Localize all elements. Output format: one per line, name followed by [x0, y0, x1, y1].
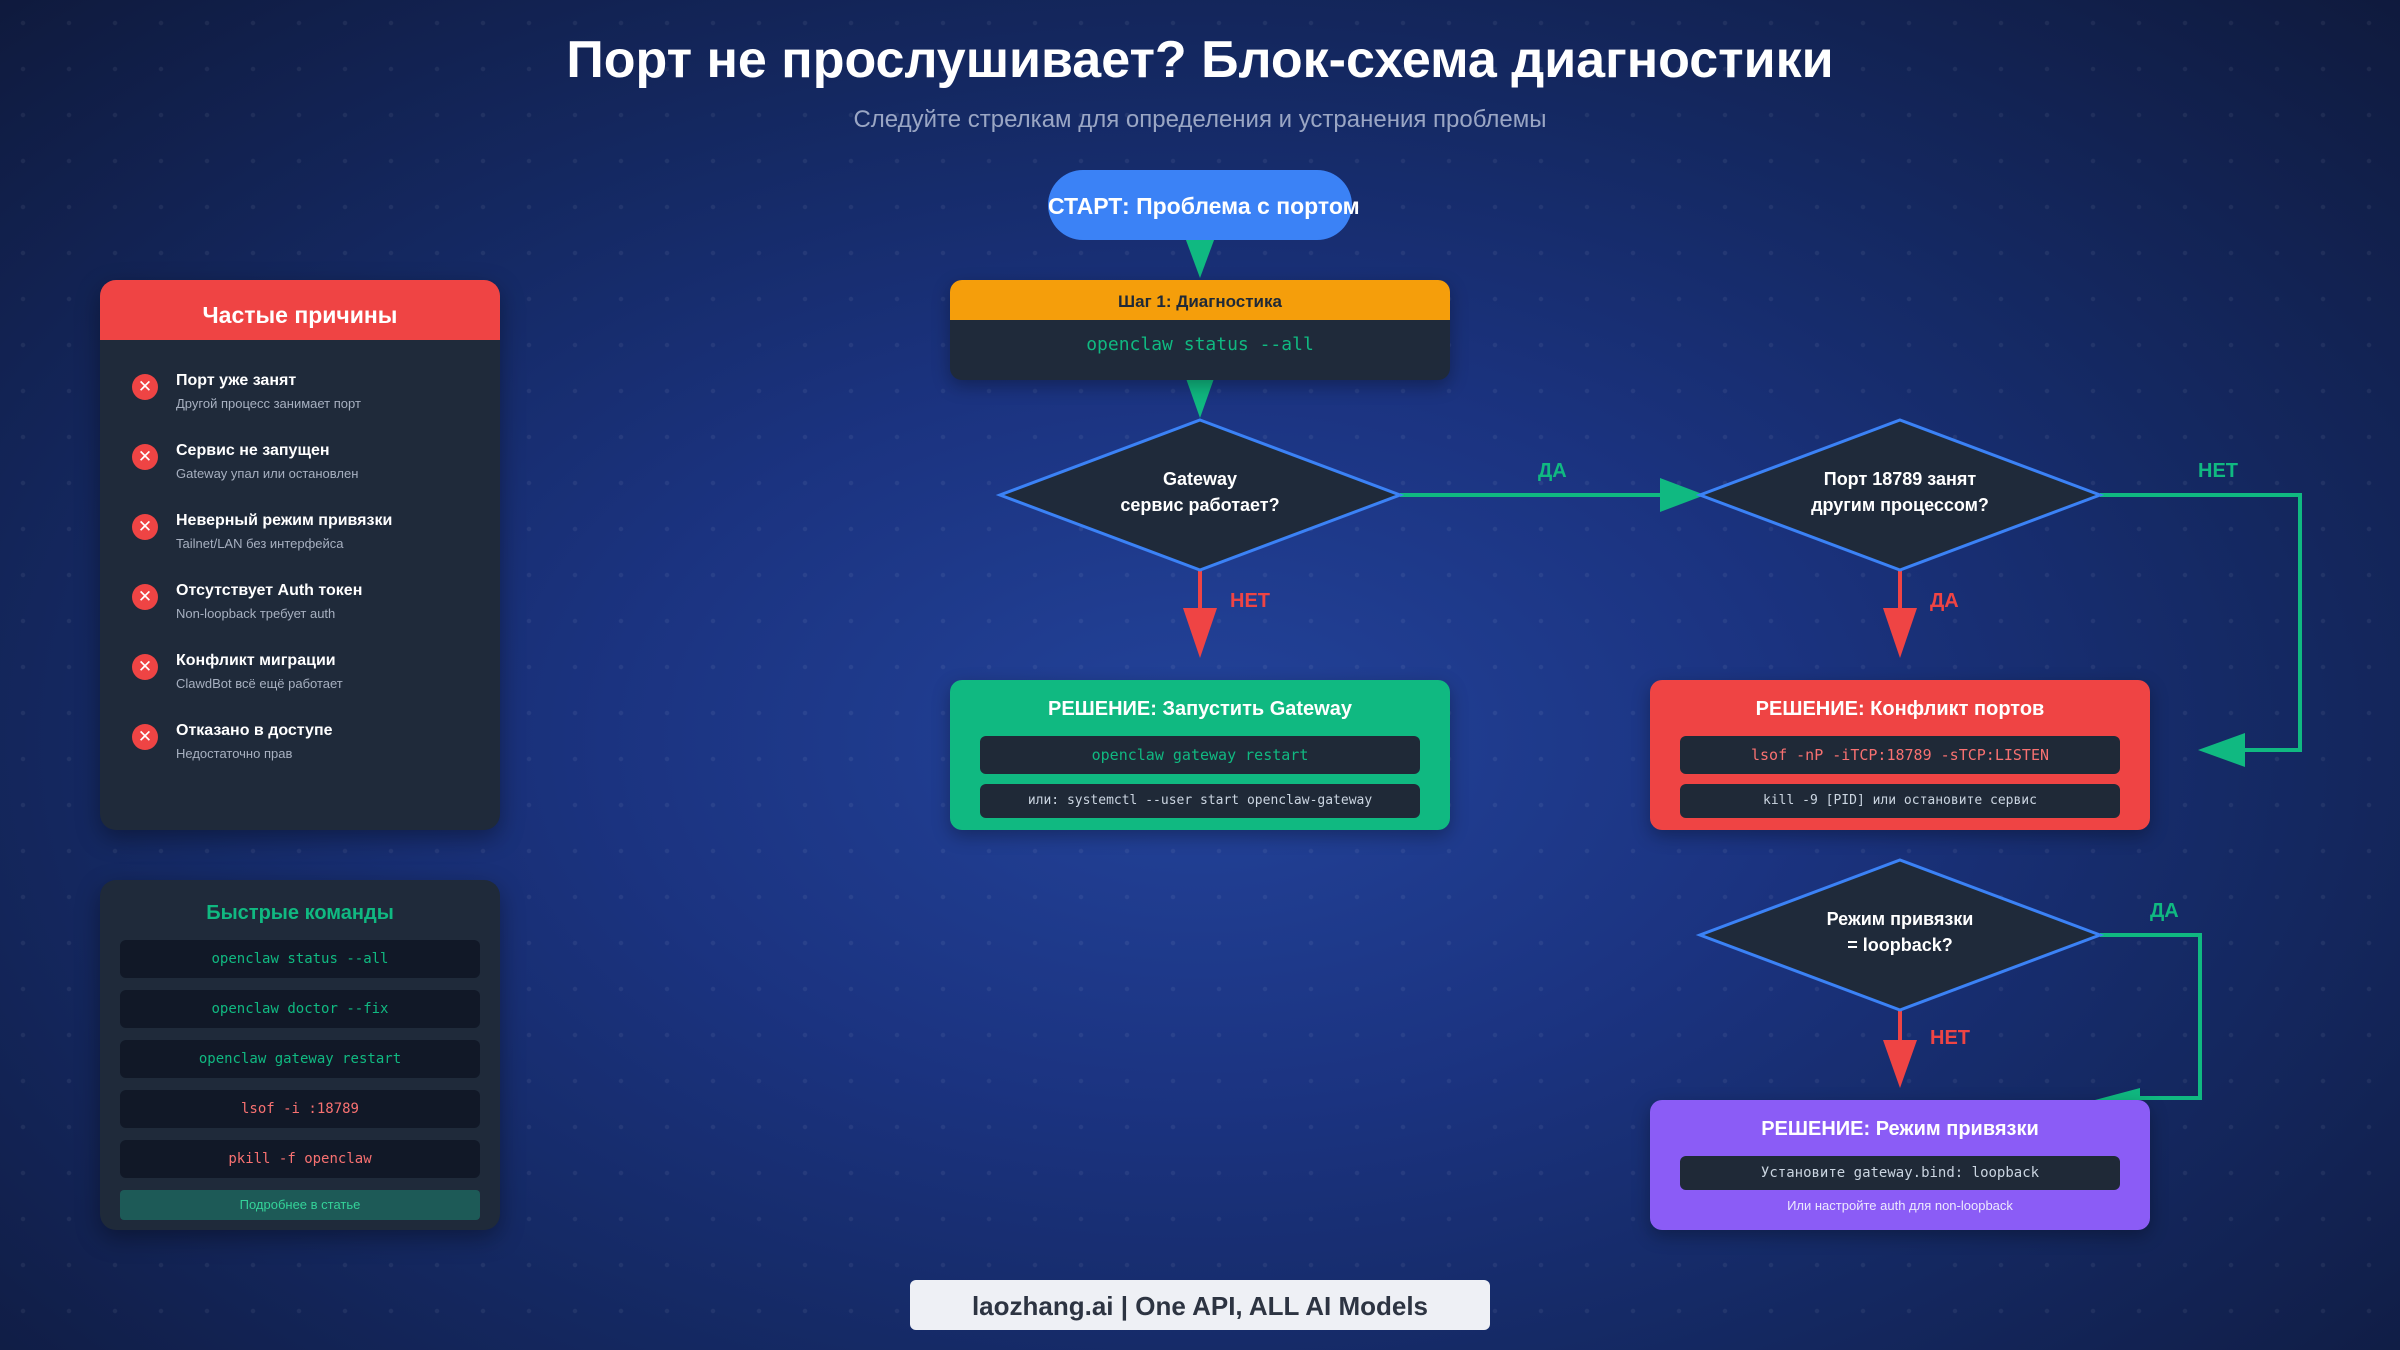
decision-gateway-running	[995, 418, 1405, 572]
x-circle-icon: ✕	[132, 584, 158, 610]
solution-note: Или настройте auth для non-loopback	[1787, 1198, 2013, 1213]
decision-port-busy-label: Порт 18789 занят другим процессом?	[1750, 466, 2050, 518]
x-circle-icon: ✕	[132, 654, 158, 680]
step1-command: openclaw status --all	[1086, 334, 1314, 355]
command-item: lsof -i :18789	[120, 1090, 480, 1128]
step1-title: Шаг 1: Диагностика	[950, 280, 1450, 320]
decision-text-line: Порт 18789 занят	[1823, 469, 1977, 489]
footer-banner: laozhang.ai | One API, ALL AI Models	[910, 1280, 1490, 1330]
quick-commands-title: Быстрые команды	[206, 902, 394, 924]
decision-gateway-running-label: Gateway сервис работает?	[1050, 466, 1350, 518]
cause-subtitle: Tailnet/LAN без интерфейса	[176, 536, 344, 551]
command-item: openclaw gateway restart	[120, 1040, 480, 1078]
command-item: pkill -f openclaw	[120, 1140, 480, 1178]
cause-subtitle: ClawdBot всё ещё работает	[176, 676, 343, 691]
cause-title: Сервис не запущен	[176, 442, 330, 459]
arrowhead	[1183, 370, 1217, 418]
solution-bind-mode: РЕШЕНИЕ: Режим привязки Установите gatew…	[1650, 1100, 2150, 1230]
decision-text-line: другим процессом?	[1811, 495, 1989, 515]
cause-title: Неверный режим привязки	[176, 512, 393, 529]
arrowhead	[1183, 608, 1217, 658]
solution-title: РЕШЕНИЕ: Конфликт портов	[1755, 698, 2045, 720]
solution-command: lsof -nP -iTCP:18789 -sTCP:LISTEN	[1680, 736, 2120, 774]
solution-title: РЕШЕНИЕ: Запустить Gateway	[1048, 698, 1352, 720]
solution-alt-command: или: systemctl --user start openclaw-gat…	[980, 784, 1420, 818]
decision-port-busy	[1695, 418, 2105, 572]
edge-label-yes: ДА	[2150, 900, 2179, 922]
cause-title: Порт уже занят	[176, 372, 297, 389]
arrowhead	[1183, 232, 1217, 278]
common-causes-panel: Частые причины ✕ Порт уже занят Другой п…	[100, 280, 500, 830]
cause-subtitle: Gateway упал или остановлен	[176, 466, 359, 481]
cause-subtitle: Недостаточно прав	[176, 746, 293, 761]
connector-decision3-yes	[2100, 933, 2202, 1100]
x-circle-icon: ✕	[132, 374, 158, 400]
command-item: openclaw doctor --fix	[120, 990, 480, 1028]
edge-label-yes: ДА	[1930, 590, 1959, 612]
page-title: Порт не прослушивает? Блок-схема диагнос…	[566, 31, 1834, 89]
decision-bind-loopback	[1695, 858, 2105, 1012]
common-causes-title: Частые причины	[100, 280, 500, 340]
solution-command: Установите gateway.bind: loopback	[1680, 1156, 2120, 1190]
cause-subtitle: Другой процесс занимает порт	[176, 396, 361, 411]
arrowhead	[1883, 1040, 1917, 1088]
read-more-link[interactable]: Подробнее в статье	[120, 1190, 480, 1220]
solution-start-gateway: РЕШЕНИЕ: Запустить Gateway openclaw gate…	[950, 680, 1450, 830]
decision-text-line: Gateway	[1162, 469, 1238, 489]
decision-text-line: Режим привязки	[1826, 909, 1974, 929]
decision-text-line: сервис работает?	[1120, 495, 1280, 515]
step1-diagnostics-box: Шаг 1: Диагностика openclaw status --all	[950, 280, 1450, 380]
arrowhead	[2095, 1088, 2140, 1100]
quick-commands-panel: Быстрые команды openclaw status --all op…	[100, 880, 500, 1230]
decision-text-line: = loopback?	[1847, 935, 1953, 955]
command-item: openclaw status --all	[120, 940, 480, 978]
cause-title: Отказано в доступе	[176, 722, 333, 739]
solution-port-conflict: РЕШЕНИЕ: Конфликт портов lsof -nP -iTCP:…	[1650, 680, 2150, 830]
edge-label-yes: ДА	[1538, 460, 1567, 482]
start-node: СТАРТ: Проблема с портом	[1048, 170, 1360, 240]
solution-title: РЕШЕНИЕ: Режим привязки	[1761, 1118, 2039, 1140]
solution-command: openclaw gateway restart	[980, 736, 1420, 774]
edge-label-no: НЕТ	[2198, 460, 2238, 482]
page-subtitle: Следуйте стрелкам для определения и устр…	[853, 106, 1547, 133]
cause-subtitle: Non-loopback требует auth	[176, 606, 336, 621]
arrowhead	[2198, 733, 2245, 767]
cause-title: Отсутствует Auth токен	[176, 582, 363, 599]
cause-title: Конфликт миграции	[176, 652, 336, 669]
x-circle-icon: ✕	[132, 444, 158, 470]
solution-alt-command: kill -9 [PID] или остановите сервис	[1680, 784, 2120, 818]
edge-label-no: НЕТ	[1930, 1027, 1970, 1049]
x-circle-icon: ✕	[132, 724, 158, 750]
arrowhead	[1883, 608, 1917, 658]
edge-label-no: НЕТ	[1230, 590, 1270, 612]
decision-bind-loopback-label: Режим привязки = loopback?	[1750, 906, 2050, 958]
connector-decision2-no	[2100, 493, 2302, 752]
arrowhead	[1660, 478, 1705, 512]
x-circle-icon: ✕	[132, 514, 158, 540]
